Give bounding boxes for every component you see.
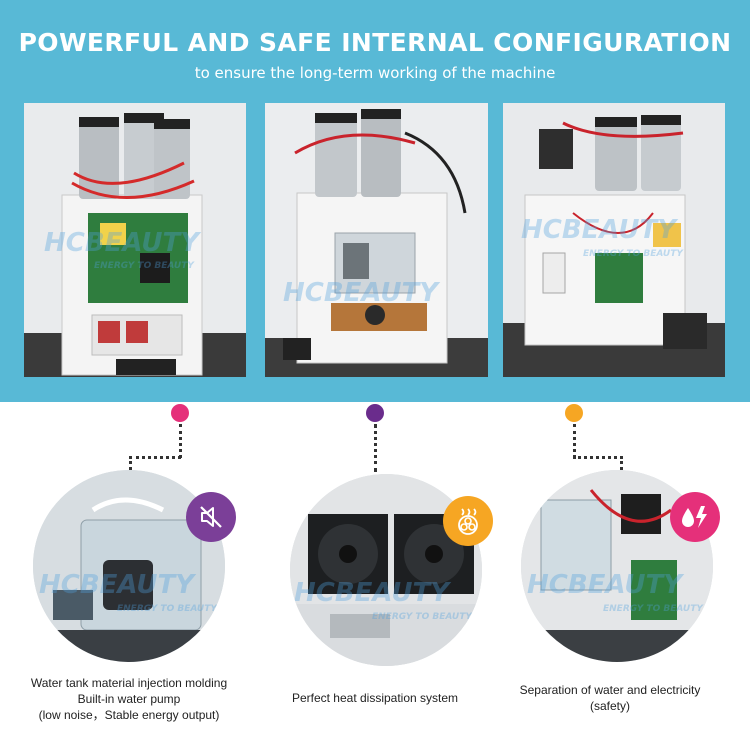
caption-line: (low noise，Stable energy output) bbox=[38, 708, 220, 722]
caption-line: Built-in water pump bbox=[77, 692, 181, 706]
connector-dot-1 bbox=[171, 404, 189, 422]
connector-line-1-drop bbox=[129, 456, 132, 476]
machine-photo-side: HCBEAUTY bbox=[265, 103, 488, 377]
page-title: POWERFUL AND SAFE INTERNAL CONFIGURATION bbox=[18, 28, 732, 57]
connector-line-2-vertical bbox=[374, 424, 377, 472]
connector-line-3-vertical bbox=[573, 424, 576, 458]
feature-photo-electrical: HCBEAUTY ENERGY TO BEAUTY bbox=[521, 470, 713, 662]
caption-line: Separation of water and electricity bbox=[519, 683, 701, 697]
caption-water-pump: Water tank material injection molding Bu… bbox=[0, 675, 258, 723]
caption-line: (safety) bbox=[589, 699, 630, 713]
caption-water-electricity: Separation of water and electricity (saf… bbox=[495, 682, 725, 714]
connector-line-3-horizontal bbox=[573, 456, 623, 459]
heat-fan-icon bbox=[458, 508, 478, 535]
connector-dot-2 bbox=[366, 404, 384, 422]
badge-heat bbox=[443, 496, 493, 546]
connector-line-1-horizontal bbox=[129, 456, 181, 459]
badge-water-electric bbox=[670, 492, 720, 542]
caption-line: Water tank material injection molding bbox=[30, 676, 228, 690]
badge-mute bbox=[186, 492, 236, 542]
connector-dot-3 bbox=[565, 404, 583, 422]
caption-heat-dissipation: Perfect heat dissipation system bbox=[270, 690, 480, 706]
connector-line-3-drop bbox=[620, 456, 623, 476]
machine-photo-back: HCBEAUTY ENERGY TO BEAUTY bbox=[503, 103, 725, 377]
machine-photo-front: HCBEAUTY ENERGY TO BEAUTY bbox=[24, 103, 246, 377]
mute-speaker-icon bbox=[200, 506, 222, 528]
connector-line-1-vertical bbox=[179, 424, 182, 458]
water-electricity-icon bbox=[682, 506, 707, 528]
page-subtitle: to ensure the long-term working of the m… bbox=[194, 64, 556, 82]
caption-line: Perfect heat dissipation system bbox=[291, 691, 459, 705]
header-banner: POWERFUL AND SAFE INTERNAL CONFIGURATION… bbox=[0, 0, 750, 402]
